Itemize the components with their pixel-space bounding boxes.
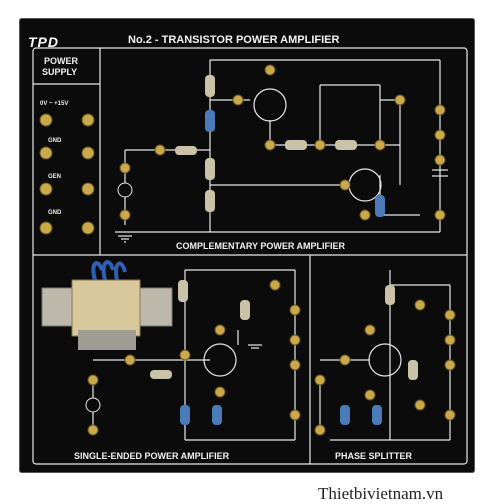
supply-label-2: GEN <box>48 174 62 180</box>
brand-logo: TPD <box>28 34 59 50</box>
watermark-text: Thietbivietnam.vn <box>318 484 444 503</box>
supply-label-3: GND <box>48 210 62 216</box>
supply-label-0: 0V ~ +15V <box>40 101 69 107</box>
power-heading-1: POWER <box>44 56 79 66</box>
panel-title: No.2 - TRANSISTOR POWER AMPLIFIER <box>128 34 340 46</box>
power-heading-2: SUPPLY <box>42 67 78 77</box>
section-title-single: SINGLE-ENDED POWER AMPLIFIER <box>74 451 230 461</box>
section-title-complementary: COMPLEMENTARY POWER AMPLIFIER <box>176 241 346 251</box>
section-title-phase: PHASE SPLITTER <box>335 451 413 461</box>
supply-label-1: GND <box>48 138 62 144</box>
trainer-panel <box>19 18 475 473</box>
